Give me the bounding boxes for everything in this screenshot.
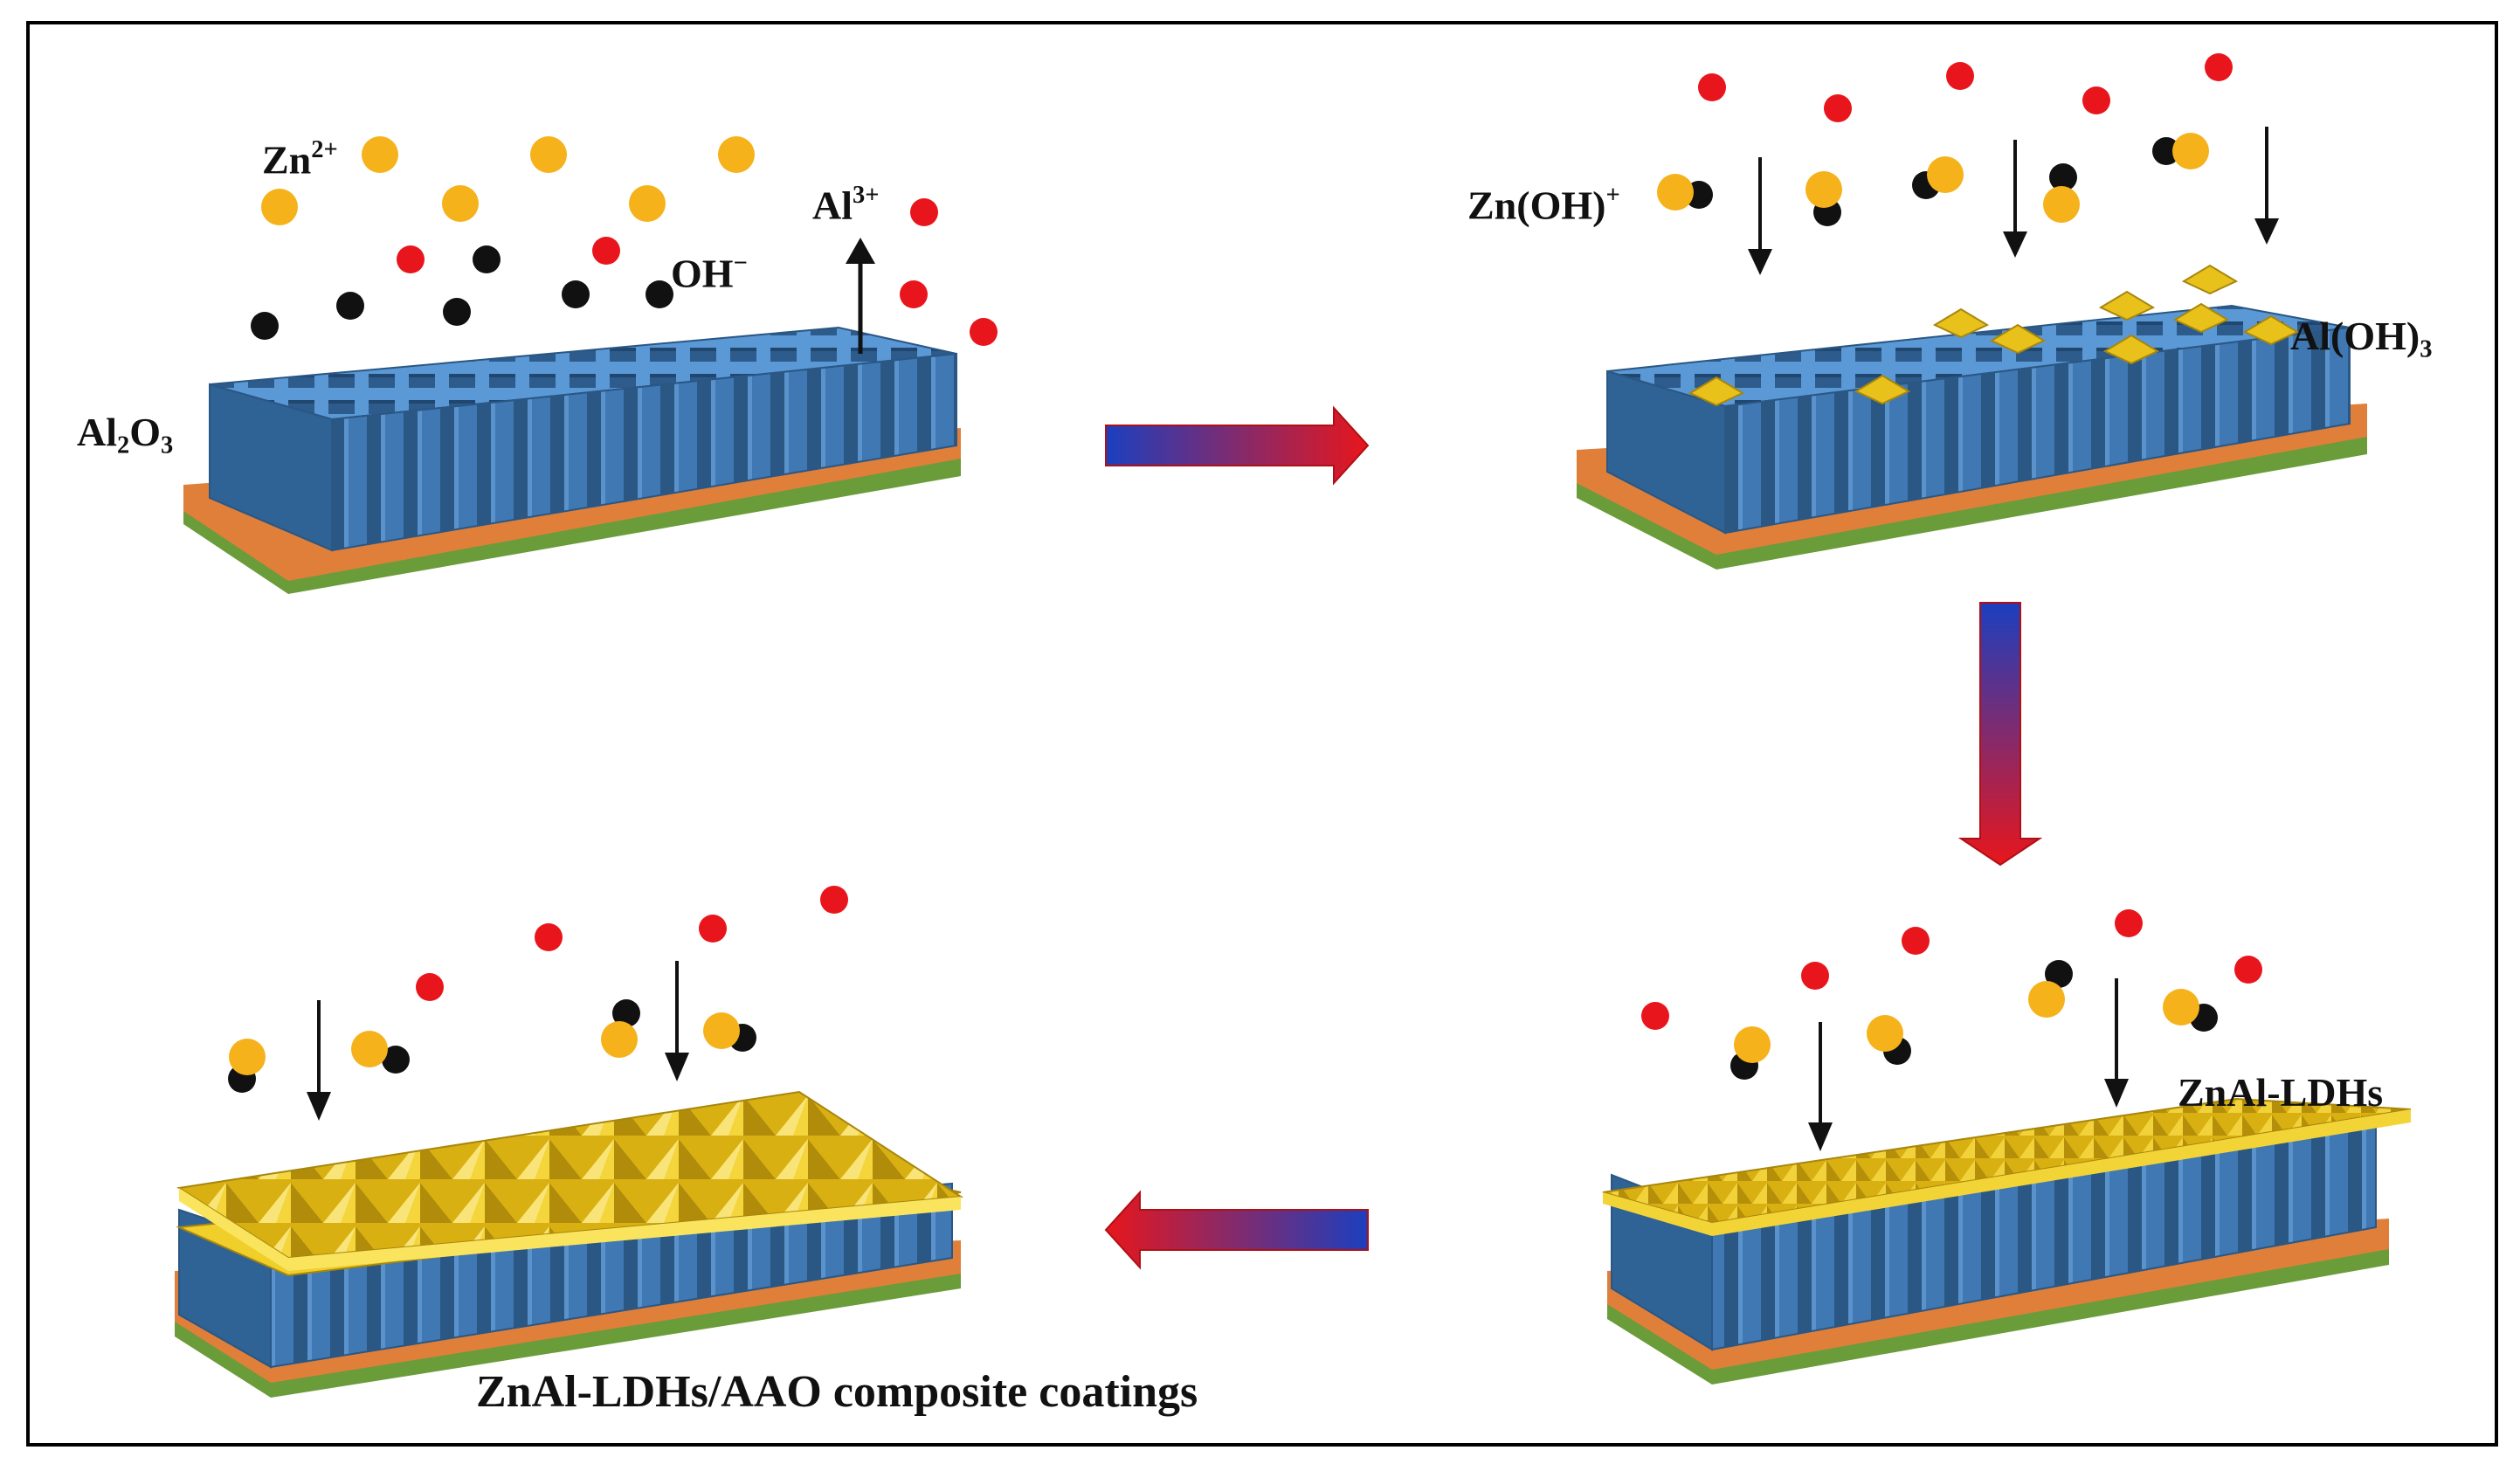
hydroxide-red-particle xyxy=(2205,53,2233,81)
hydroxide-red-particle xyxy=(1824,94,1852,122)
hydroxide-black-particle xyxy=(251,312,279,340)
zn-oh-gold-part xyxy=(2163,989,2199,1025)
hydroxide-red-particle xyxy=(1946,62,1974,90)
zn-oh-gold-part xyxy=(601,1021,638,1058)
label-composite-coatings: ZnAl-LDHs/AAO composite coatings xyxy=(476,1367,1198,1417)
down-arrow-icon xyxy=(2003,140,2027,258)
down-arrow-icon xyxy=(1748,157,1772,275)
zn-ion-particle xyxy=(442,185,479,222)
deposition-arrows-3 xyxy=(1808,978,2129,1151)
process-arrow-down-icon xyxy=(1957,602,2043,867)
alumina-side-face xyxy=(1606,369,1726,535)
hydroxide-black-particle xyxy=(336,292,364,320)
hydroxide-red-particle xyxy=(1902,927,1930,955)
ldh-film-3 xyxy=(1602,1097,2412,1236)
label-ldh: ZnAl-LDHs xyxy=(2178,1070,2384,1115)
hydroxide-black-particle xyxy=(646,280,673,308)
zn-oh-gold-part xyxy=(1657,174,1694,211)
alumina-block-2 xyxy=(1606,304,2351,535)
panel-stage-3 xyxy=(1602,909,2412,1385)
zn-oh-black-part xyxy=(2152,137,2180,165)
panel-stage-2 xyxy=(1577,53,2367,570)
ldh-film-edge xyxy=(1603,1109,2411,1236)
down-arrow-icon xyxy=(2104,978,2129,1108)
hydroxide-red-particle xyxy=(820,886,848,914)
zn-ion-particle xyxy=(629,185,666,222)
label-al-oh3: Al(OH)3 xyxy=(2290,314,2433,363)
panel-stage-1 xyxy=(183,136,998,594)
ions-panel-4 xyxy=(228,886,848,1093)
ions-panel-2 xyxy=(1657,53,2233,226)
zn-oh-gold-part xyxy=(229,1039,266,1075)
hydroxide-red-particle xyxy=(1801,962,1829,990)
zn-oh-gold-part xyxy=(2172,133,2209,169)
zn-ion-particle xyxy=(261,189,298,225)
zn-oh-gold-part xyxy=(2028,981,2065,1018)
down-arrow-icon xyxy=(307,1000,331,1121)
label-al-ion: Al3+ xyxy=(812,182,880,228)
ions-panel-3 xyxy=(1641,909,2262,1080)
down-arrow-icon xyxy=(1808,1022,1833,1151)
zn-oh-black-part xyxy=(382,1046,410,1074)
up-arrow-icon xyxy=(846,238,875,354)
zn-oh-black-part xyxy=(2049,163,2077,191)
zn-oh-gold-part xyxy=(1734,1026,1771,1063)
hydroxide-red-particle xyxy=(2234,956,2262,984)
hydroxide-black-particle xyxy=(443,298,471,326)
process-arrow-right-icon xyxy=(1105,405,1370,486)
zn-oh-gold-part xyxy=(1927,156,1964,193)
ldh-layer-edge xyxy=(179,1188,961,1271)
zn-oh-black-part xyxy=(612,999,640,1027)
hydroxide-red-particle xyxy=(1641,1002,1669,1030)
zn-oh-gold-part xyxy=(2043,186,2080,223)
hydroxide-red-particle xyxy=(397,245,425,273)
deposition-arrows-4 xyxy=(307,961,689,1121)
hydroxide-red-particle xyxy=(416,973,444,1001)
hydroxide-black-particle xyxy=(473,245,501,273)
down-arrow-icon xyxy=(2254,127,2279,245)
zn-ion-particle xyxy=(718,136,755,173)
ldh-coating-4 xyxy=(176,1090,963,1277)
hydroxide-red-particle xyxy=(2082,86,2110,114)
zn-oh-gold-part xyxy=(351,1031,388,1067)
alumina-side-face xyxy=(209,383,333,552)
zn-oh-gold-part xyxy=(1867,1015,1903,1052)
hydroxide-black-particle xyxy=(562,280,590,308)
label-hydroxide: OH− xyxy=(671,250,748,296)
down-arrow-icon xyxy=(665,961,689,1081)
zn-oh-gold-part xyxy=(1805,171,1842,208)
zn-oh-gold-part xyxy=(703,1012,740,1049)
hydroxide-red-particle xyxy=(900,280,928,308)
zn-oh-black-part xyxy=(2045,960,2073,988)
hydroxide-red-particle xyxy=(1698,73,1726,101)
hydroxide-red-particle xyxy=(535,923,563,951)
zn-ion-particle xyxy=(362,136,398,173)
label-alumina: Al2O3 xyxy=(77,410,174,459)
al-hydroxide-crystals xyxy=(1688,264,2300,407)
hydroxide-red-particle xyxy=(699,915,727,943)
label-zn-ion: Zn2+ xyxy=(262,136,338,183)
hydroxide-red-particle xyxy=(2115,909,2143,937)
label-zn-oh: Zn(OH)+ xyxy=(1467,182,1620,228)
hydroxide-red-particle xyxy=(910,198,938,226)
process-arrow-left-icon xyxy=(1104,1190,1369,1270)
panel-stage-4 xyxy=(175,886,963,1398)
deposition-arrows-2 xyxy=(1748,127,2279,275)
alumina-block-1 xyxy=(209,326,957,552)
hydroxide-red-particle xyxy=(970,318,998,346)
ions-panel-1 xyxy=(251,136,998,346)
zn-ion-particle xyxy=(530,136,567,173)
hydroxide-red-particle xyxy=(592,237,620,265)
